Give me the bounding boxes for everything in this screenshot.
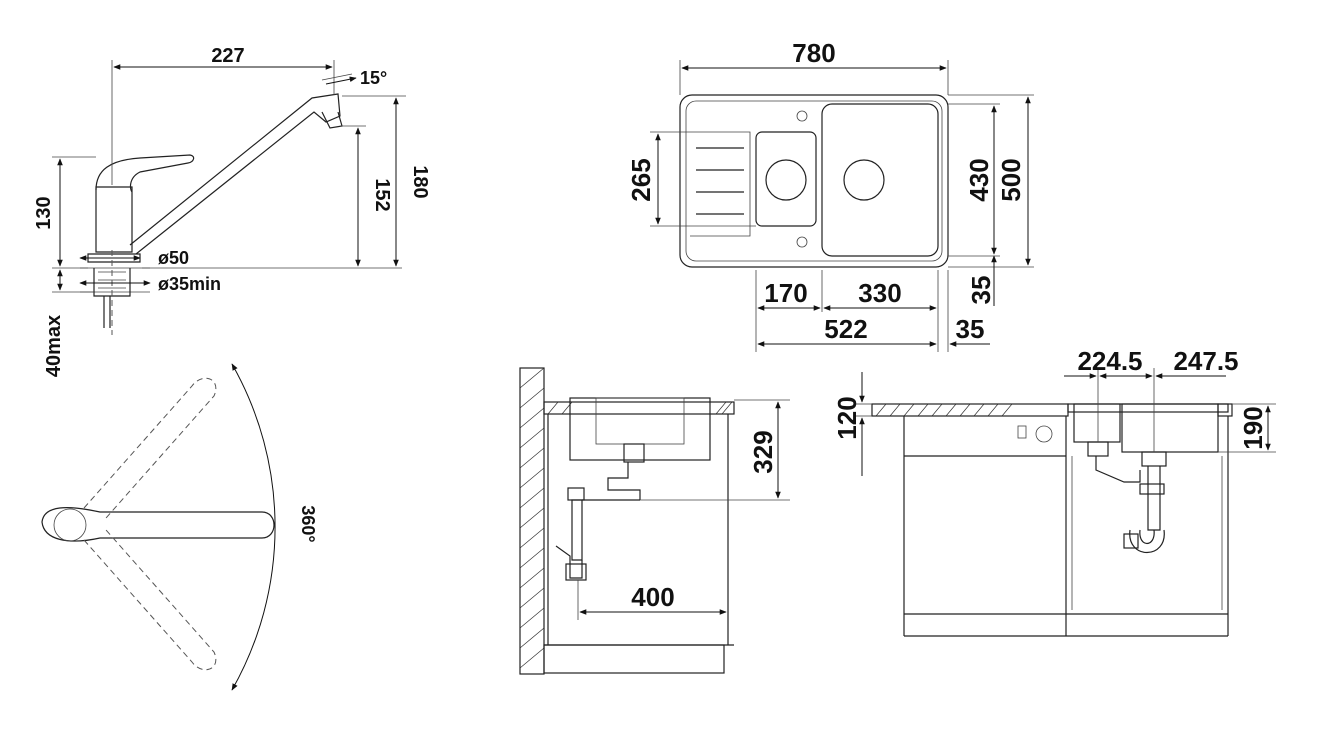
- sink-total-inner-width-label: 522: [824, 314, 867, 344]
- faucet-rotation-label: 360°: [298, 505, 318, 542]
- sink-small-bowl-depth-label: 265: [626, 158, 656, 201]
- sink-inner-depth-label: 430: [964, 158, 994, 201]
- faucet-top-view: 360°: [41, 363, 318, 691]
- faucet-angle-label: 15°: [360, 68, 387, 88]
- faucet-thickness-label: 40max: [43, 315, 65, 377]
- sink-small-bowl-width-label: 170: [764, 278, 807, 308]
- sink-edge-b-label: 35: [956, 314, 985, 344]
- cabinet-front-right-bowl-center-label: 247.5: [1173, 346, 1238, 376]
- faucet-total-height-label: 180: [409, 165, 431, 198]
- sink-edge-a-label: 35: [966, 276, 996, 305]
- faucet-base-diameter-label: ø50: [158, 248, 189, 268]
- faucet-side-view: 227 15° 130 40max 152 180 ø50 ø35min: [33, 45, 431, 377]
- cabinet-side-drain-offset-label: 400: [631, 582, 674, 612]
- faucet-body-height-label: 130: [33, 196, 55, 229]
- faucet-spout-height-label: 152: [371, 178, 393, 211]
- cabinet-front-counter-depth-label: 120: [832, 396, 862, 439]
- cabinet-front-bowl-depth-label: 190: [1238, 406, 1268, 449]
- cabinet-front-view: 120 190 224.5 247.5: [832, 346, 1276, 637]
- sink-width-label: 780: [792, 38, 835, 68]
- faucet-hole-diameter-label: ø35min: [158, 274, 221, 294]
- cabinet-side-view: 329 400: [519, 367, 790, 675]
- sink-large-bowl-width-label: 330: [858, 278, 901, 308]
- cabinet-side-bowl-depth-label: 329: [748, 430, 778, 473]
- faucet-width-label: 227: [211, 45, 244, 67]
- sink-depth-label: 500: [996, 158, 1026, 201]
- sink-top-view: 780 265 430 500 35 170 330 522 35: [626, 38, 1034, 352]
- cabinet-front-left-bowl-center-label: 224.5: [1077, 346, 1142, 376]
